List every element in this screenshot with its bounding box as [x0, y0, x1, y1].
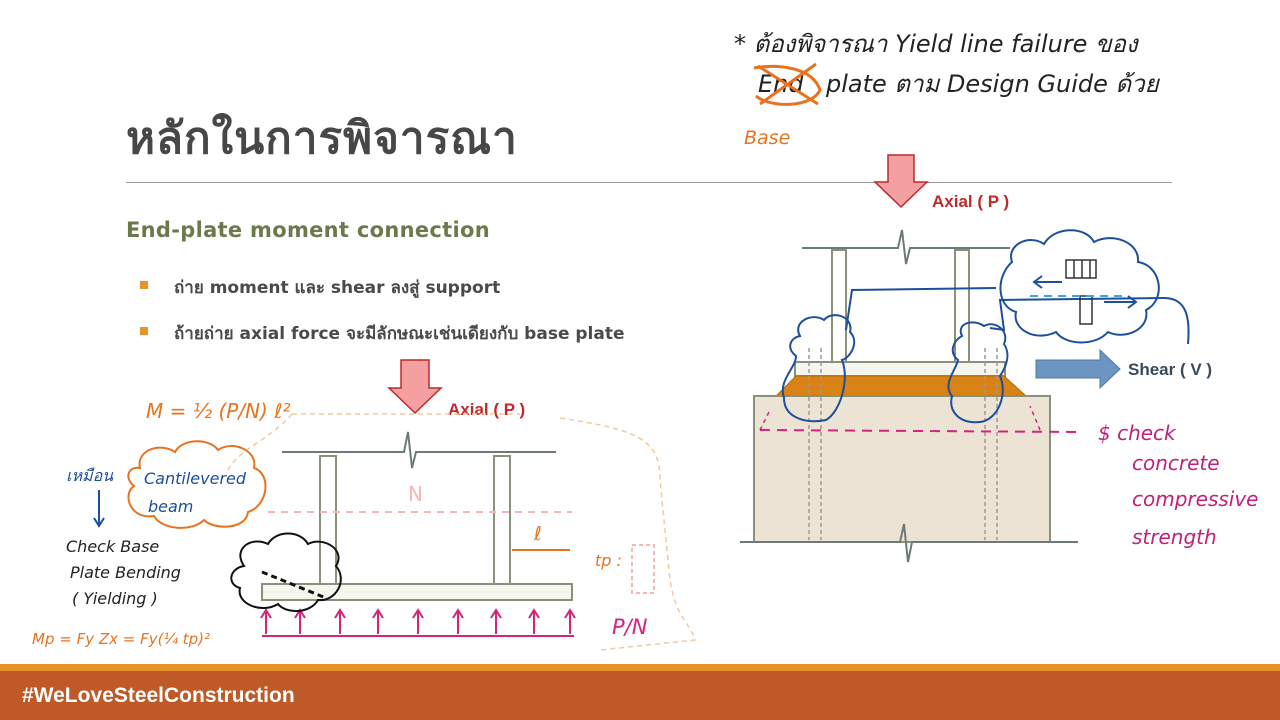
- note-replacement: Base: [744, 127, 790, 149]
- pressure-arrows: [260, 608, 576, 634]
- grout-bed: [774, 375, 1028, 397]
- l-label: ℓ: [533, 523, 542, 545]
- annotation-boundary: [227, 413, 696, 651]
- column-flange-left: [831, 249, 847, 363]
- note-line-1: * ต้องพิจารณา Yield line failure ของ: [734, 30, 1140, 58]
- yielding-text: ( Yielding ): [72, 589, 158, 608]
- cross-out-mark: [753, 62, 822, 106]
- note-crossed-word: End: [758, 70, 804, 98]
- footer-accent-stripe: [0, 664, 1280, 671]
- concrete-check-line: [759, 429, 1081, 433]
- mp-formula: Mp = Fy Zx = Fy(¼ tp)²: [32, 630, 210, 648]
- yield-line-path: [845, 287, 1190, 345]
- bullet-item: ถ่าย moment และ shear ลงสู่ support: [140, 274, 680, 302]
- base-plate: [794, 361, 1006, 377]
- n-label: N: [408, 482, 423, 506]
- yield-cloud: [230, 532, 342, 612]
- blue-cloud-right: [947, 321, 1009, 424]
- axial-label-right: Axial ( P ): [932, 192, 1009, 211]
- shear-arrow-icon: [1035, 348, 1121, 390]
- pn-label: P/N: [612, 615, 648, 639]
- bullet-marker-icon: [140, 281, 148, 289]
- check-concrete-line-3: compressive: [1132, 487, 1258, 511]
- check-base-text: Check Base: [66, 537, 159, 556]
- plate-thickness-hatch: [631, 544, 655, 594]
- anchor-rods: [808, 348, 998, 540]
- bullet-text: ถ้ายถ่าย axial force จะมีลักษณะเช่นเดียง…: [174, 324, 625, 344]
- blue-cloud-left: [781, 314, 856, 423]
- column-break-line: [802, 229, 1010, 265]
- note-line-2: plate ตาม Design Guide ด้วย: [825, 70, 1161, 98]
- footer-bar: #WeLoveSteelConstruction: [0, 671, 1280, 720]
- plate-bending-text: Plate Bending: [70, 563, 181, 582]
- cantilevered-cloud: [127, 440, 267, 529]
- page-title: หลักในการพิจารณา: [126, 113, 518, 164]
- flow-down-arrow-icon: [93, 490, 105, 528]
- title-divider: [126, 182, 1172, 183]
- column-break-line: [282, 431, 556, 469]
- bolt-detail-cloud: [999, 229, 1160, 344]
- check-concrete-line-4: strength: [1132, 525, 1217, 549]
- axial-arrow-icon: [387, 359, 443, 415]
- shear-label: Shear ( V ): [1128, 360, 1212, 379]
- pedestal-break-line: [740, 523, 1078, 563]
- cloud-text-cantilevered: Cantilevered: [144, 469, 247, 488]
- bolt-force-arrow-right-icon: [1104, 295, 1138, 309]
- axial-arrow-icon: [873, 154, 929, 209]
- check-concrete-line-2: concrete: [1132, 451, 1220, 475]
- bullet-item: ถ้ายถ่าย axial force จะมีลักษณะเช่นเดียง…: [140, 320, 654, 348]
- bolt-force-arrow-left-icon: [1032, 275, 1062, 289]
- bullet-marker-icon: [140, 327, 148, 335]
- cloud-text-beam: beam: [148, 497, 193, 516]
- bullet-list: ถ่าย moment และ shear ลงสู่ support ถ้าย…: [140, 274, 680, 366]
- footer-hashtag: #WeLoveSteelConstruction: [22, 684, 295, 707]
- section-subtitle: End-plate moment connection: [126, 218, 490, 242]
- check-concrete-line-1: $ check: [1098, 421, 1177, 445]
- bullet-text: ถ่าย moment และ shear ลงสู่ support: [174, 278, 501, 298]
- moment-formula: M = ½ (P/N) ℓ²: [146, 399, 290, 423]
- tp-label: tp :: [595, 551, 622, 570]
- concrete-check-edge: [759, 405, 1041, 431]
- yield-hatch-line: [261, 570, 327, 600]
- bolt-icon: [1065, 259, 1097, 325]
- column-flange-right: [954, 249, 970, 363]
- similar-to-text: เหมือน: [66, 466, 114, 485]
